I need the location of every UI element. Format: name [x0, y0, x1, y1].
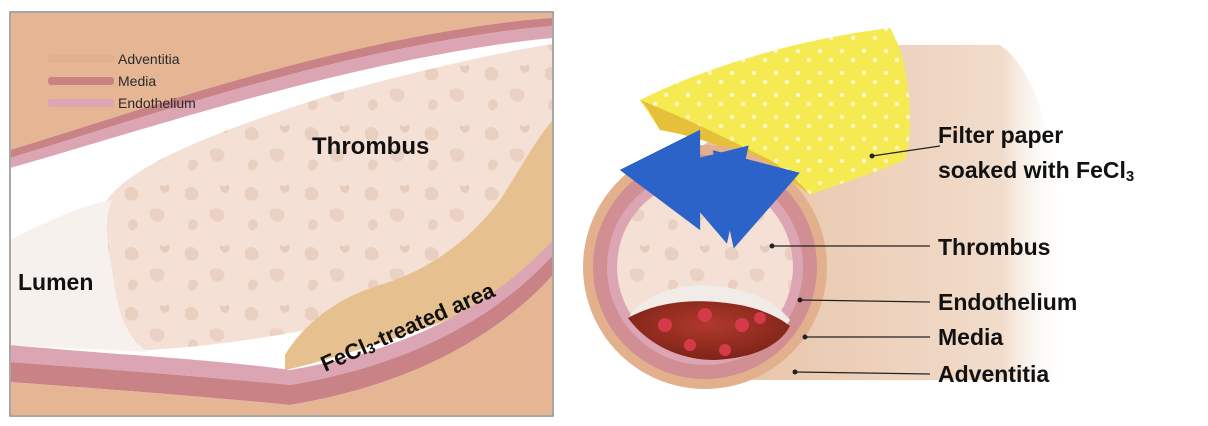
- red-cell-4: [684, 339, 696, 351]
- leader-dot-adventitia: [793, 370, 798, 375]
- red-cell-6: [719, 344, 731, 356]
- media-label: Media: [938, 324, 1003, 350]
- legend-swatch-endothelium: [48, 99, 114, 107]
- leader-dot-media: [803, 335, 808, 340]
- red-cell-5: [754, 312, 766, 324]
- legend-label-media: Media: [118, 73, 156, 89]
- lumen-label: Lumen: [18, 269, 93, 295]
- leader-dot-thrombus: [770, 244, 775, 249]
- filter-paper-label-line1: Filter paper: [938, 122, 1063, 148]
- red-cell-2: [698, 308, 712, 322]
- leader-dot-filter: [870, 154, 875, 159]
- right-panel: Filter paper soaked with FeCl3 Thrombus …: [583, 28, 1134, 389]
- thrombus-label-right: Thrombus: [938, 234, 1050, 260]
- leader-dot-endothelium: [798, 298, 803, 303]
- red-cell-3: [735, 318, 749, 332]
- left-panel: Adventitia Media Endothelium Thrombus Lu…: [10, 12, 553, 420]
- endothelium-label: Endothelium: [938, 289, 1077, 315]
- legend-swatch-media: [48, 77, 114, 85]
- legend-label-endothelium: Endothelium: [118, 95, 196, 111]
- thrombus-label-left: Thrombus: [312, 133, 429, 160]
- legend-swatch-adventitia: [48, 55, 114, 63]
- adventitia-label: Adventitia: [938, 361, 1049, 387]
- legend-label-adventitia: Adventitia: [118, 51, 180, 67]
- red-cell-1: [658, 318, 672, 332]
- filter-paper-label-line2: soaked with FeCl3: [938, 157, 1134, 185]
